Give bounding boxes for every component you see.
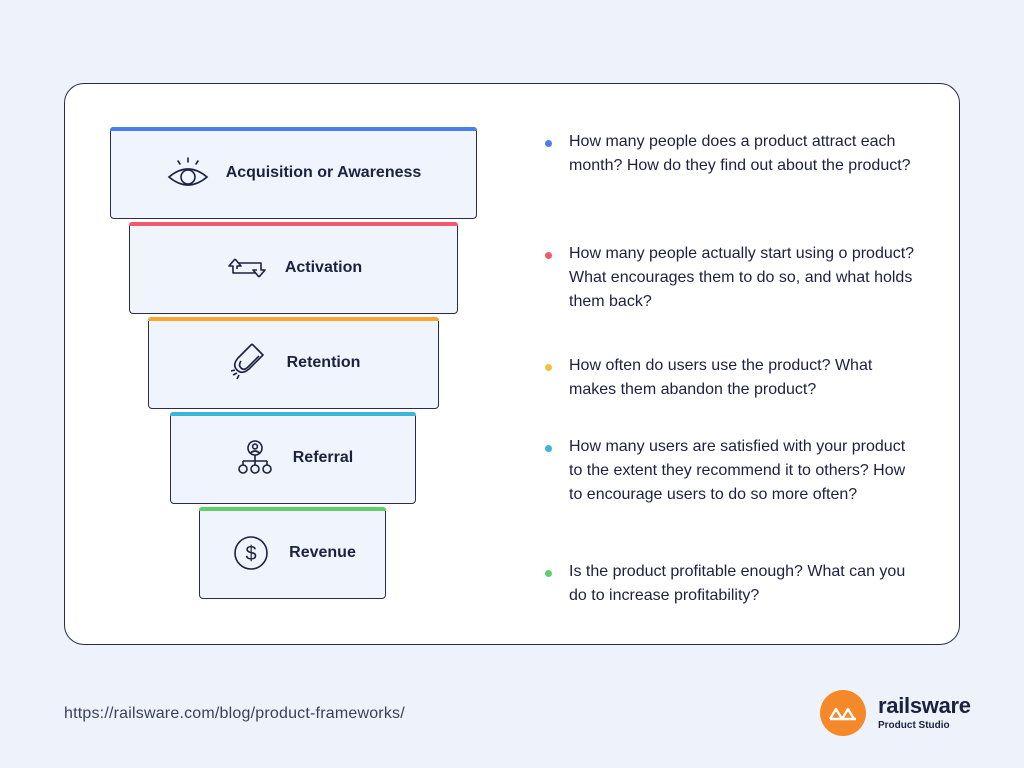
- question-revenue: Is the product profitable enough? What c…: [540, 560, 915, 608]
- question-text: How many people actually start using o p…: [569, 245, 915, 310]
- funnel-stage-retention: Retention: [148, 317, 439, 409]
- question-referral: How many users are satisfied with your p…: [540, 435, 915, 507]
- source-url[interactable]: https://railsware.com/blog/product-frame…: [64, 705, 405, 722]
- brand-name: railsware: [878, 693, 971, 718]
- brand-logo[interactable]: railsware Product Studio: [820, 690, 971, 736]
- stage-color-bar: [148, 317, 439, 321]
- bullet-dot: [545, 445, 552, 452]
- funnel-stage-referral: Referral: [170, 412, 416, 504]
- question-text: How many people does a product attract e…: [569, 133, 911, 174]
- question-activation: How many people actually start using o p…: [540, 242, 915, 314]
- stage-color-bar: [129, 222, 458, 226]
- stage-color-bar: [199, 507, 386, 511]
- funnel-stage-revenue: $ Revenue: [199, 507, 386, 599]
- referral-network-icon: [233, 436, 277, 480]
- bullet-dot: [545, 570, 552, 577]
- question-acquisition: How many people does a product attract e…: [540, 130, 915, 178]
- stage-color-bar: [110, 127, 477, 131]
- brand-text: railsware Product Studio: [878, 693, 971, 732]
- question-text: How often do users use the product? What…: [569, 357, 873, 398]
- railsware-logo-icon: [820, 690, 866, 736]
- stage-label: Revenue: [289, 544, 356, 561]
- stage-label: Activation: [284, 259, 363, 276]
- funnel-stage-acquisition: Acquisition or Awareness: [110, 127, 477, 219]
- question-text: Is the product profitable enough? What c…: [569, 563, 906, 604]
- stage-label: Referral: [292, 449, 354, 466]
- stage-color-bar: [170, 412, 416, 416]
- magnet-icon: [227, 341, 271, 385]
- bullet-dot: [545, 364, 552, 371]
- stage-label: Retention: [286, 354, 361, 371]
- brand-subtitle: Product Studio: [878, 720, 950, 731]
- question-retention: How often do users use the product? What…: [540, 354, 915, 402]
- eye-icon: [166, 151, 210, 195]
- bullet-dot: [545, 140, 552, 147]
- stage-label: Acquisition or Awareness: [225, 164, 422, 181]
- question-text: How many users are satisfied with your p…: [569, 438, 906, 503]
- svg-text:$: $: [246, 543, 257, 565]
- funnel-stage-activation: Activation: [129, 222, 458, 314]
- arrows-cycle-icon: [225, 246, 269, 290]
- bullet-dot: [545, 252, 552, 259]
- dollar-icon: $: [229, 531, 273, 575]
